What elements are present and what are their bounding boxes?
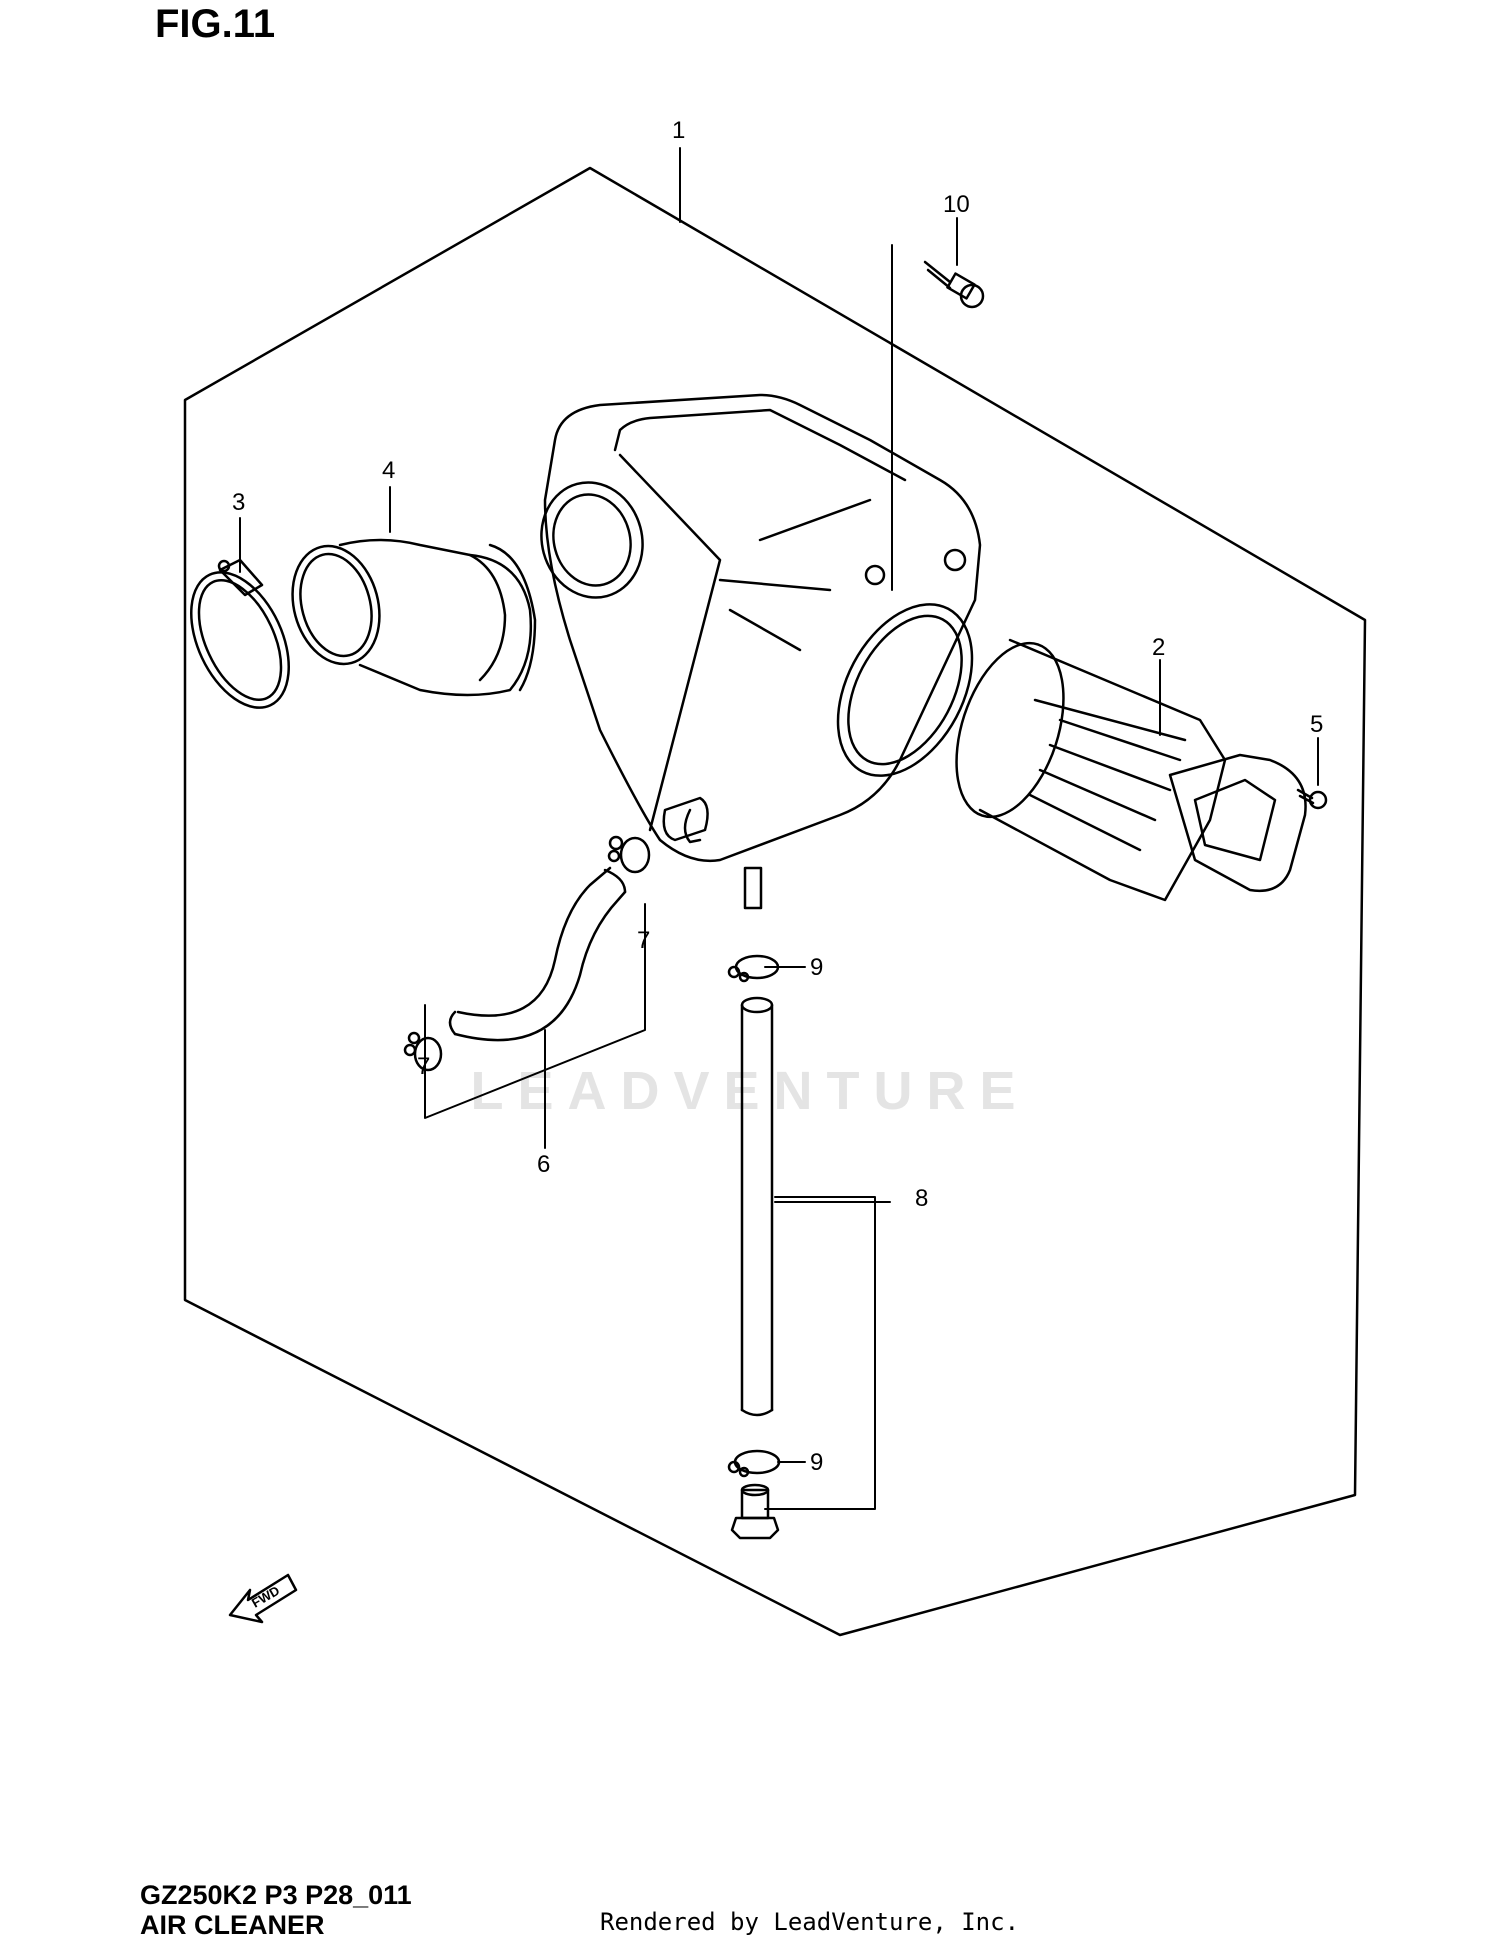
hose-clip-upper bbox=[607, 835, 651, 874]
callout-7-left: 7 bbox=[417, 1053, 430, 1080]
diagram-name: AIR CLEANER bbox=[140, 1910, 325, 1940]
diagram-code: GZ250K2 P3 P28_011 bbox=[140, 1880, 412, 1910]
figure-title: FIG.11 bbox=[155, 2, 276, 46]
filter-element bbox=[955, 638, 1307, 902]
callout-2: 2 bbox=[1152, 634, 1165, 661]
callouts: 1 2 3 4 5 6 7 7 8 9 9 10 bbox=[232, 117, 1323, 1476]
fwd-arrow-icon: FWD bbox=[228, 1573, 298, 1624]
callout-6: 6 bbox=[537, 1151, 550, 1178]
rendered-by-credit: Rendered by LeadVenture, Inc. bbox=[600, 1908, 1020, 1936]
leader-lines bbox=[239, 147, 1319, 1510]
callout-7-right: 7 bbox=[637, 927, 650, 954]
callout-3: 3 bbox=[232, 489, 245, 516]
tube-clip-lower bbox=[727, 1449, 781, 1478]
callout-4: 4 bbox=[382, 457, 395, 484]
hose-clip-lower bbox=[403, 1031, 443, 1072]
callout-9-upper: 9 bbox=[810, 954, 823, 981]
callout-10: 10 bbox=[943, 191, 970, 218]
drain-tube bbox=[740, 996, 774, 1417]
callout-9-lower: 9 bbox=[810, 1449, 823, 1476]
hose-clamp bbox=[190, 558, 290, 709]
callout-1: 1 bbox=[672, 117, 685, 144]
air-cleaner-box bbox=[540, 393, 982, 910]
tube-clip-upper bbox=[727, 954, 780, 983]
intake-duct bbox=[291, 538, 537, 697]
bolt-part-10 bbox=[923, 260, 985, 309]
screw-part-5 bbox=[1296, 788, 1328, 810]
assembly-boundary bbox=[183, 166, 1367, 1637]
callout-5: 5 bbox=[1310, 711, 1323, 738]
callout-8: 8 bbox=[915, 1185, 928, 1212]
breather-hose bbox=[448, 866, 627, 1042]
drain-plug bbox=[730, 1483, 780, 1540]
